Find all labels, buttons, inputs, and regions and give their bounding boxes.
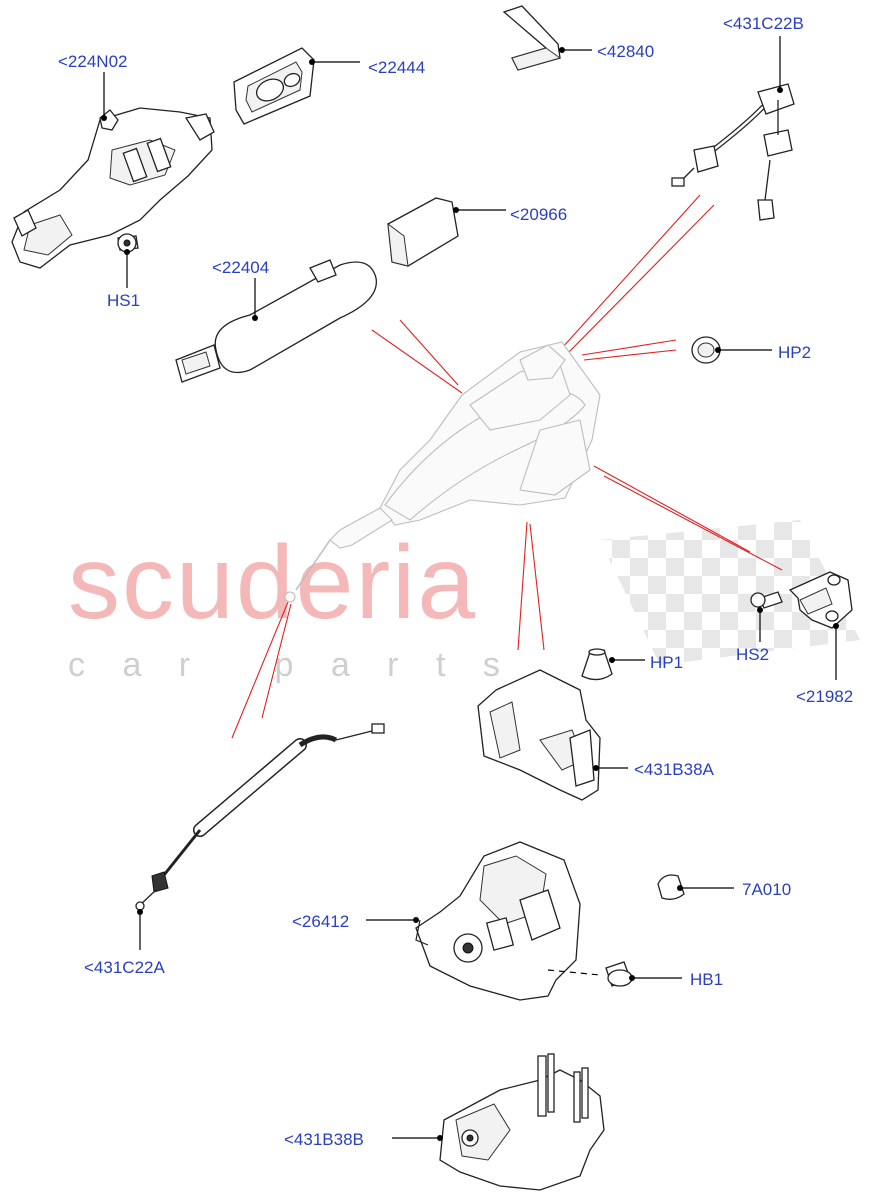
part-HP2-plug bbox=[691, 336, 721, 364]
watermark: scuderia c a r p a r t s bbox=[68, 520, 860, 684]
part-21982-striker bbox=[788, 571, 853, 629]
part-HS1-screw bbox=[117, 233, 139, 253]
callout-22444[interactable]: <22444 bbox=[368, 58, 426, 77]
part-HS2-screw bbox=[750, 591, 783, 609]
callout-20966[interactable]: <20966 bbox=[510, 205, 568, 224]
part-431B38B-housing bbox=[439, 1053, 605, 1191]
part-224N02-bracket bbox=[11, 107, 215, 269]
watermark-car-parts: c a r p a r t s bbox=[68, 646, 514, 684]
callout-42840[interactable]: <42840 bbox=[597, 42, 655, 61]
part-431B38A-cover bbox=[477, 669, 601, 801]
part-431C22A-cable bbox=[135, 723, 385, 911]
checkered-flag-watermark bbox=[600, 520, 860, 665]
callout-HP2[interactable]: HP2 bbox=[778, 343, 812, 362]
callout-431B38A[interactable]: <431B38A bbox=[634, 760, 714, 779]
callout-HS2[interactable]: HS2 bbox=[736, 645, 770, 664]
part-431C22B-cable bbox=[671, 83, 795, 221]
callout-HP1[interactable]: HP1 bbox=[650, 653, 684, 672]
part-22404-handle bbox=[175, 259, 377, 383]
callout-HB1[interactable]: HB1 bbox=[690, 970, 724, 989]
handle-assembly-ghost bbox=[284, 341, 601, 603]
part-26412-latch bbox=[415, 841, 581, 1001]
callout-HS1[interactable]: HS1 bbox=[107, 291, 141, 310]
part-20966-cap bbox=[387, 197, 459, 267]
callout-22404[interactable]: <22404 bbox=[212, 258, 270, 277]
callout-431B38B[interactable]: <431B38B bbox=[284, 1130, 364, 1149]
assembly-lines bbox=[231, 194, 783, 739]
callout-224N02[interactable]: <224N02 bbox=[58, 52, 128, 71]
part-22444-gasket bbox=[233, 47, 315, 125]
callout-431C22A[interactable]: <431C22A bbox=[84, 958, 165, 977]
part-42840-pad bbox=[502, 5, 562, 71]
part-7A010-clip bbox=[657, 874, 685, 900]
callout-7A010[interactable]: 7A010 bbox=[742, 880, 792, 899]
callout-431C22B[interactable]: <431C22B bbox=[723, 14, 804, 33]
part-HP1-cap bbox=[581, 648, 613, 681]
callout-26412[interactable]: <26412 bbox=[292, 912, 350, 931]
leader-lines bbox=[101, 36, 839, 1141]
watermark-scuderia: scuderia bbox=[68, 525, 477, 641]
callout-21982[interactable]: <21982 bbox=[796, 687, 854, 706]
